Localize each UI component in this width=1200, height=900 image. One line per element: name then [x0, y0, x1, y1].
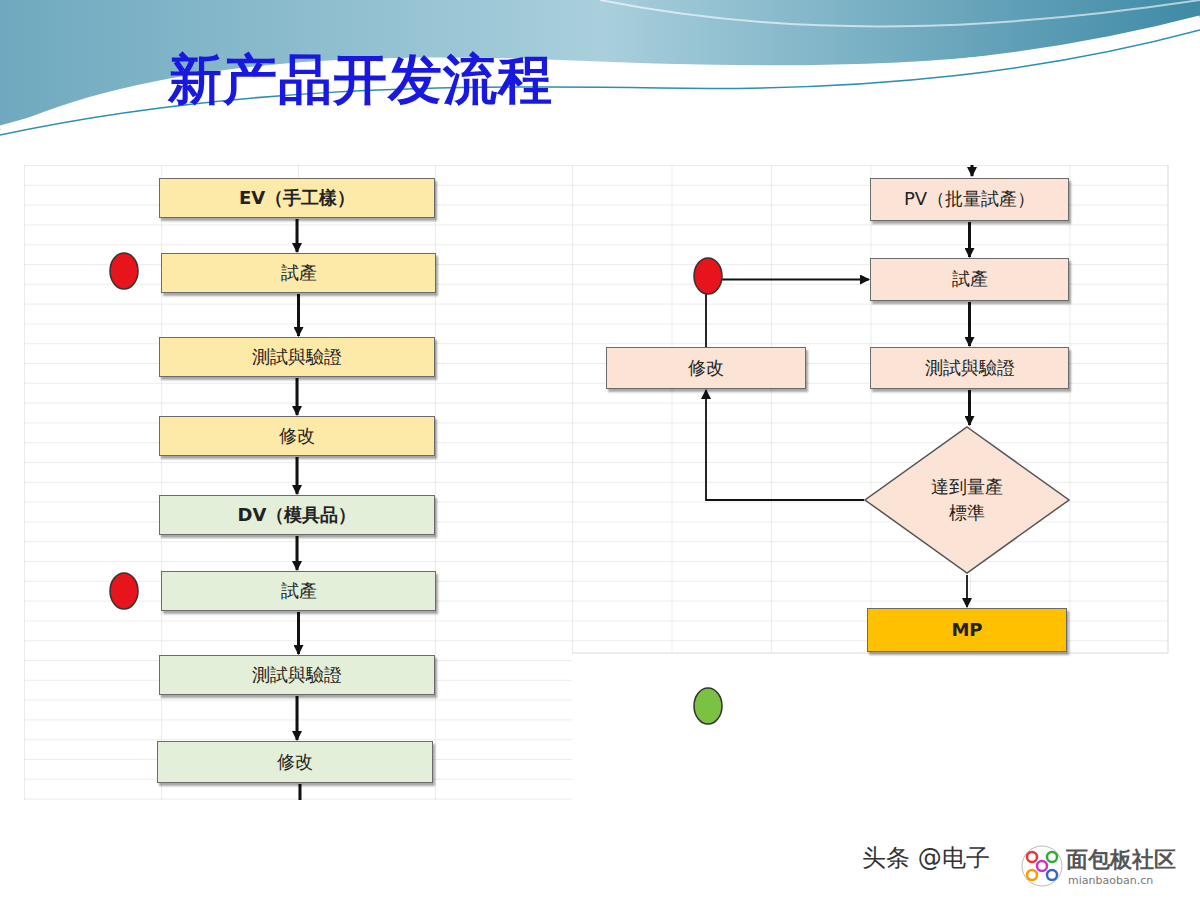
green-dot	[694, 688, 722, 724]
node-label: EV（手工樣）	[239, 187, 355, 210]
red-dot	[110, 253, 138, 289]
node-label: MP	[951, 619, 982, 642]
watermark-logo	[1022, 846, 1062, 886]
swoosh-band	[0, 0, 1200, 130]
flow-arrow	[296, 219, 299, 252]
node-label: 修改	[279, 425, 315, 448]
flow-arrow	[296, 457, 299, 494]
flow-arrow	[296, 378, 299, 415]
node-label: 試產	[281, 262, 317, 285]
flow-arrow	[297, 612, 300, 654]
process-box: 修改	[606, 347, 806, 389]
node-label: 試產	[952, 268, 988, 291]
red-dot	[110, 573, 138, 609]
process-box: 試產	[161, 253, 436, 293]
process-box: MP	[867, 608, 1067, 652]
process-box: 修改	[157, 741, 433, 783]
flow-arrow	[706, 390, 864, 500]
node-label: 修改	[688, 357, 724, 380]
flow-arrow	[296, 536, 299, 570]
process-box: PV（批量試產）	[870, 178, 1069, 221]
process-box: 測試與驗證	[159, 337, 435, 377]
process-box: 試產	[870, 258, 1069, 301]
process-box: 測試與驗證	[870, 347, 1069, 389]
flow-arrow	[296, 696, 299, 740]
process-box: EV（手工樣）	[159, 178, 435, 218]
flow-arrow	[968, 222, 971, 257]
process-box: 修改	[159, 416, 435, 456]
flow-arrow	[968, 390, 971, 425]
decision-diamond: 達到量產標準	[864, 426, 1070, 574]
diamond-outline	[864, 426, 1070, 574]
watermark-text: 头条 @电子	[862, 842, 990, 874]
node-label: DV（模具品）	[238, 504, 357, 527]
node-label: 測試與驗證	[252, 664, 342, 687]
node-label: 達到量產標準	[927, 474, 1006, 526]
grid-panel	[572, 165, 1168, 653]
flow-arrow	[297, 294, 300, 336]
grid-edge	[1168, 165, 1169, 653]
grid-panel	[24, 165, 572, 800]
incoming-arrow	[971, 165, 974, 176]
node-label: PV（批量試產）	[904, 188, 1035, 211]
swoosh-line	[600, 0, 1200, 26]
node-label: 測試與驗證	[252, 346, 342, 369]
swoosh-line	[0, 30, 1200, 135]
red-dot	[694, 258, 722, 294]
grid-edge	[572, 653, 1168, 654]
watermark-text: 面包板社区	[1066, 845, 1176, 875]
process-box: 試產	[161, 571, 436, 611]
flow-arrow	[968, 302, 971, 346]
slide-title: 新产品开发流程	[168, 44, 553, 117]
swoosh-line	[0, 18, 1200, 128]
continuation-line	[299, 784, 302, 800]
watermark-text: mianbaoban.cn	[1068, 874, 1153, 887]
process-box: 測試與驗證	[159, 655, 435, 695]
flow-arrow	[966, 575, 968, 607]
flow-arrow	[706, 280, 869, 348]
node-label: 測試與驗證	[925, 357, 1015, 380]
node-label: 修改	[277, 751, 313, 774]
node-label: 試產	[281, 580, 317, 603]
process-box: DV（模具品）	[159, 495, 435, 535]
